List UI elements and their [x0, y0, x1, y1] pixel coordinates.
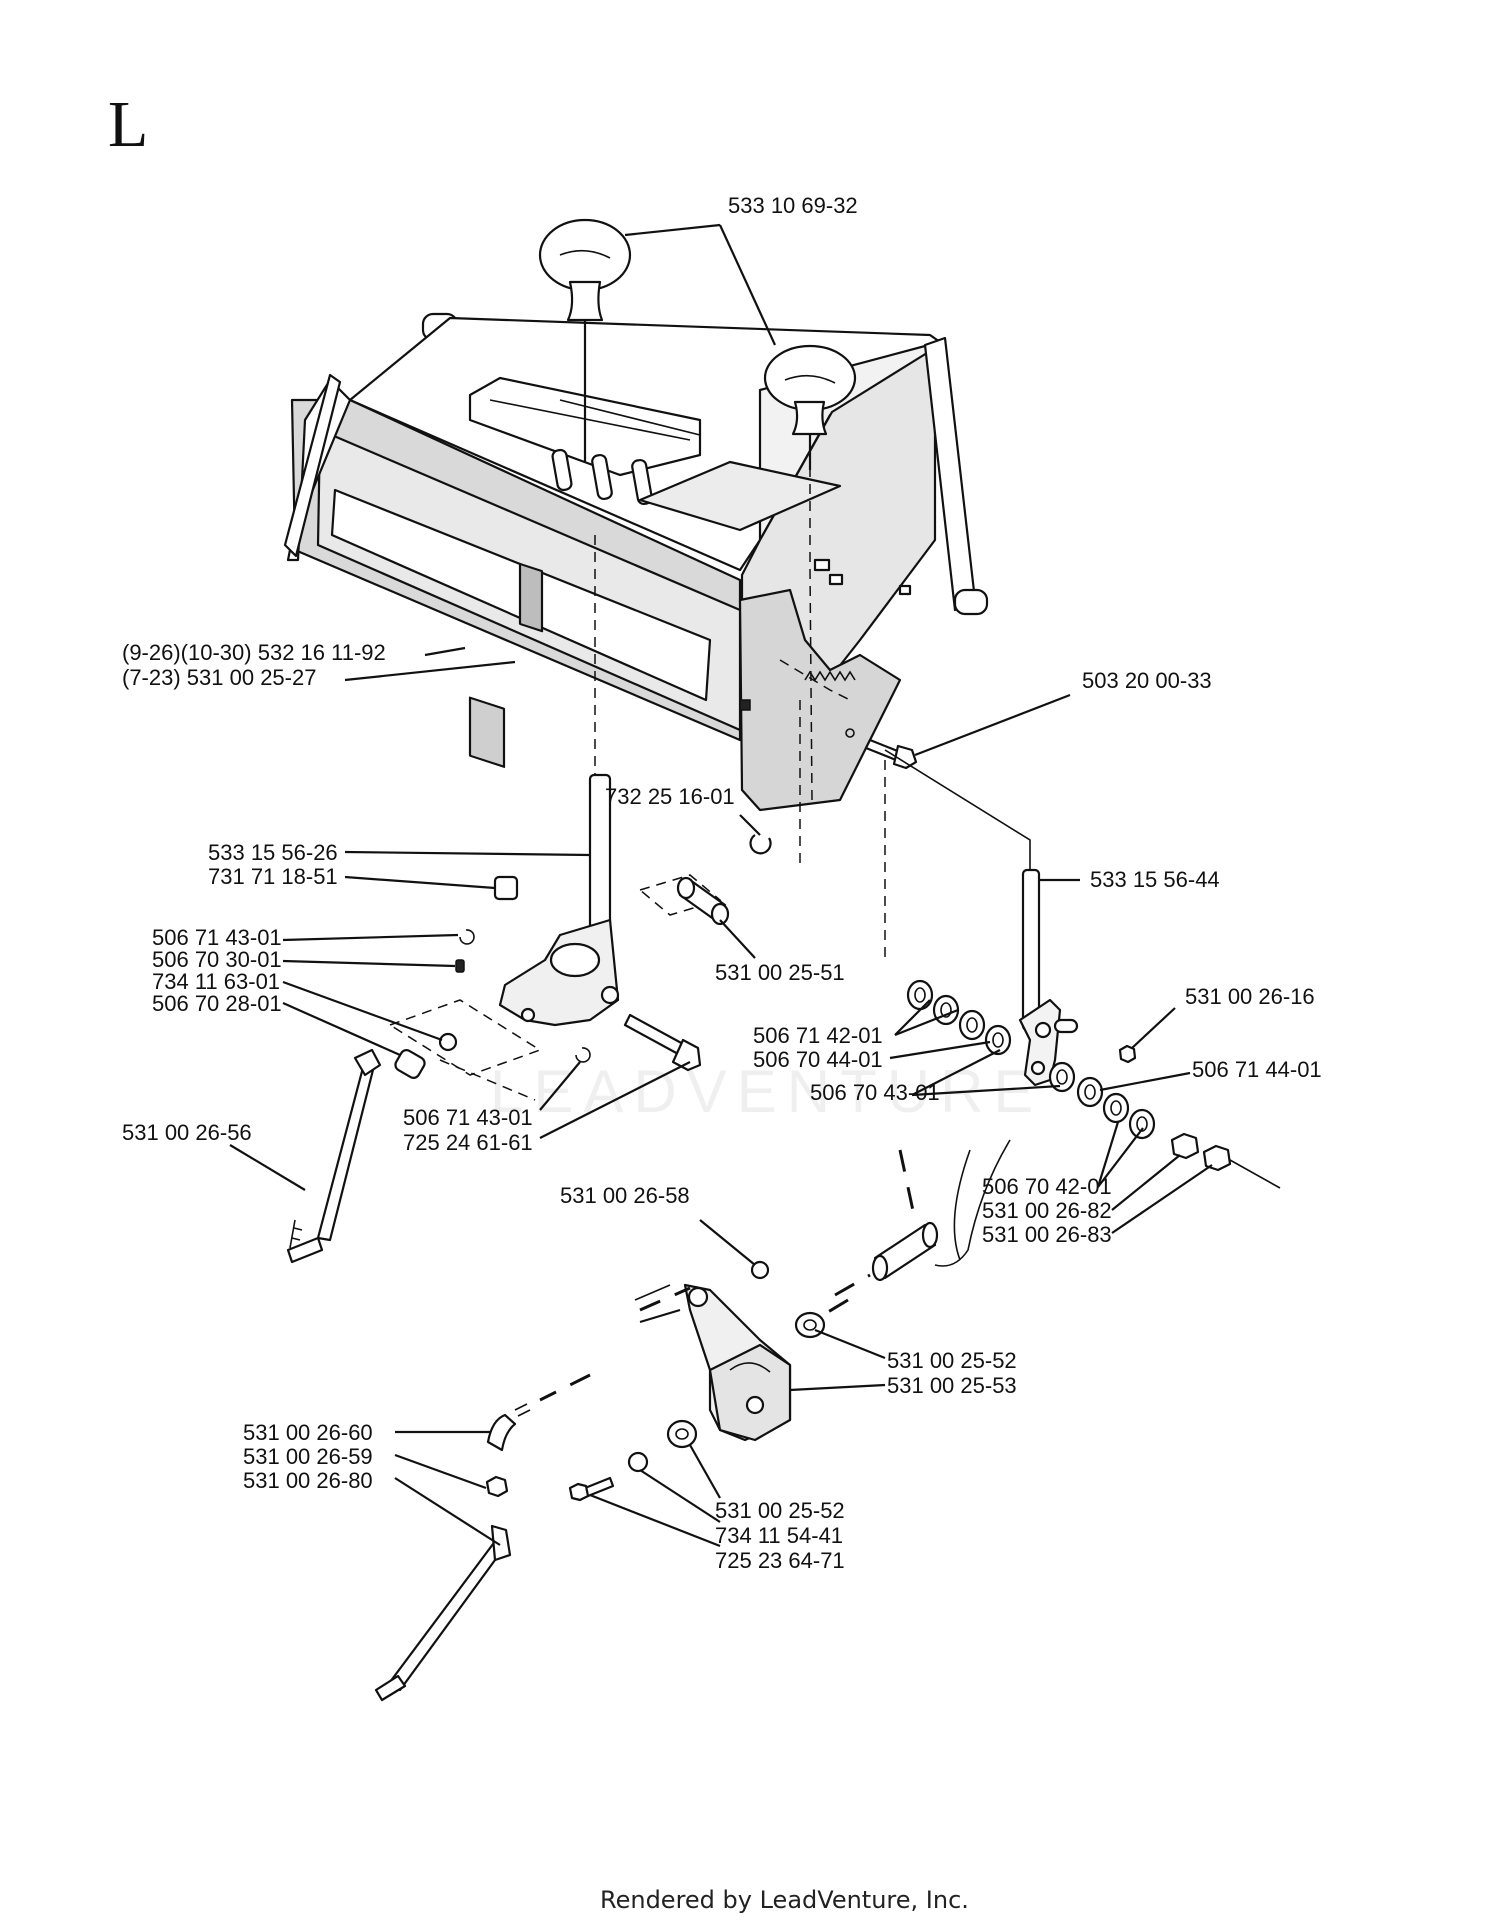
ferrule-506-70-28-01 — [394, 1049, 426, 1079]
section-letter: L — [108, 88, 148, 161]
shift-lever-right — [1018, 868, 1079, 1087]
label-lever-left-a: 533 15 56-26 — [208, 840, 338, 865]
label-nut-r3: 531 00 26-83 — [982, 1222, 1112, 1247]
bolt-725-23-64-71 — [568, 1476, 615, 1502]
washer-734-11-54-41 — [627, 1451, 649, 1473]
label-clip-b: 506 71 43-01 — [403, 1105, 533, 1130]
clip-506-71-43-01-b — [575, 1047, 591, 1063]
label-washer-r5: 506 70 42-01 — [982, 1174, 1112, 1199]
clip-732-25-16-01 — [749, 834, 772, 855]
label-bushing-1: 531 00 25-52 — [887, 1348, 1017, 1373]
nut-531-00-26-59 — [485, 1475, 509, 1498]
clip-506-71-43-01 — [459, 929, 475, 945]
rod-531-00-26-80 — [374, 1524, 512, 1702]
console-housing — [283, 312, 989, 812]
washer-531-00-26-58 — [750, 1260, 770, 1280]
shift-lever-left — [498, 773, 620, 1027]
label-washer-r1: 506 71 42-01 — [753, 1023, 883, 1048]
rod-531-00-26-56 — [286, 1048, 382, 1264]
label-washer-r2: 506 70 44-01 — [753, 1047, 883, 1072]
pin-506-70-30-01 — [455, 959, 465, 973]
label-console-b: (7-23) 531 00 25-27 — [122, 665, 316, 690]
label-lever-left-b: 731 71 18-51 — [208, 864, 338, 889]
label-left-stack-4: 506 70 28-01 — [152, 991, 282, 1016]
label-clip: 732 25 16-01 — [605, 784, 735, 809]
fitting-531-00-26-60 — [486, 1403, 531, 1452]
label-bolt-bottom: 725 23 64-71 — [715, 1548, 845, 1573]
leader-lines — [229, 223, 1213, 1548]
label-bolt-top: 503 20 00-33 — [1082, 668, 1212, 693]
label-washer-c: 531 00 26-58 — [560, 1183, 690, 1208]
label-nut-r: 531 00 26-16 — [1185, 984, 1315, 1009]
label-left-stack-2: 506 70 30-01 — [152, 947, 282, 972]
label-lever-right: 533 15 56-44 — [1090, 867, 1220, 892]
bracket-531-00-25-53 — [683, 1283, 792, 1442]
shaft-lower — [871, 1221, 939, 1282]
bushing-531-00-25-52-top — [794, 1311, 826, 1339]
label-rod-bottom: 531 00 26-80 — [243, 1468, 373, 1493]
part-labels: 533 10 69-32 (9-26)(10-30) 532 16 11-92 … — [122, 193, 1322, 1573]
label-knob: 533 10 69-32 — [728, 193, 858, 218]
shift-knob-left — [538, 218, 632, 322]
label-spacer: 531 00 25-51 — [715, 960, 845, 985]
nut-531-00-26-16 — [1118, 1044, 1137, 1064]
bolt-503-20-00-33 — [864, 738, 918, 770]
label-washer-r4: 506 71 44-01 — [1192, 1057, 1322, 1082]
label-nut-r2: 531 00 26-82 — [982, 1198, 1112, 1223]
nut-731-71-18-51 — [493, 875, 519, 901]
bolt-725-24-61-61 — [623, 1013, 702, 1072]
watermark: LEADVENTURE — [490, 1058, 1043, 1125]
label-bracket: 531 00 25-53 — [887, 1373, 1017, 1398]
label-left-stack-3: 734 11 63-01 — [152, 969, 280, 994]
washer-734-11-63-01 — [438, 1032, 458, 1052]
label-washer-b: 734 11 54-41 — [715, 1523, 843, 1548]
label-bushing-2: 531 00 25-52 — [715, 1498, 845, 1523]
label-fitting: 531 00 26-60 — [243, 1420, 373, 1445]
label-console-a: (9-26)(10-30) 532 16 11-92 — [122, 640, 386, 665]
label-washer-r3: 506 70 43-01 — [810, 1080, 940, 1105]
label-left-stack-1: 506 71 43-01 — [152, 925, 282, 950]
label-rod-left: 531 00 26-56 — [122, 1120, 252, 1145]
bushing-531-00-25-52-bottom — [666, 1419, 698, 1449]
label-bolt-b: 725 24 61-61 — [403, 1130, 533, 1155]
spacer-531-00-25-51 — [676, 876, 730, 926]
shift-knob-right — [763, 344, 857, 436]
footer-credit: Rendered by LeadVenture, Inc. — [600, 1886, 969, 1914]
label-nut-c: 531 00 26-59 — [243, 1444, 373, 1469]
